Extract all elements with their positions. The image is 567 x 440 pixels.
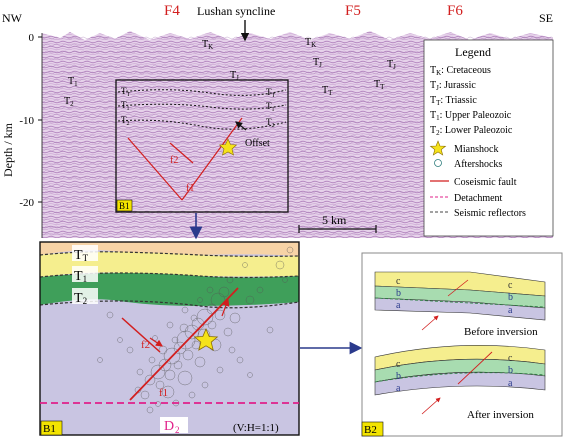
svg-text:TT: TT xyxy=(374,79,385,91)
tick-20: -20 xyxy=(19,197,34,209)
svg-text:b: b xyxy=(508,365,513,376)
inset-tt-left: TT xyxy=(121,86,131,98)
svg-text:TT: TT xyxy=(322,85,333,97)
b2-before-label: Before inversion xyxy=(464,326,538,338)
legend-aftershocks: Aftershocks xyxy=(454,159,502,170)
b1-fault-f2 xyxy=(121,317,161,353)
b1-fault-f1 xyxy=(129,287,239,401)
se-label: SE xyxy=(539,11,553,25)
scale-bar-label: 5 km xyxy=(322,213,347,227)
svg-text:c: c xyxy=(508,353,513,364)
legend-title: Legend xyxy=(455,45,491,59)
b2-tag-box xyxy=(361,421,384,437)
legend-detachment: Detachment xyxy=(454,193,503,204)
inset-tag: B1 xyxy=(119,201,130,211)
svg-text:a: a xyxy=(508,305,513,316)
b1-f1-label: f1 xyxy=(159,387,168,399)
svg-text:b: b xyxy=(508,292,513,303)
tick-0: 0 xyxy=(29,32,35,44)
tick-10: -10 xyxy=(19,115,34,127)
legend-item-1: T1: Upper Paleozoic xyxy=(430,110,512,122)
svg-text:TJ: TJ xyxy=(387,59,396,71)
svg-text:TJ: TJ xyxy=(313,57,322,69)
seismic-layer-tags: TK TK TJ TJ TJ TT TT T1 T2 xyxy=(64,37,396,108)
legend-star-icon xyxy=(429,140,447,156)
offset-label: Offset xyxy=(245,138,270,149)
inset-t2-left: T2 xyxy=(121,115,130,127)
depth-axis xyxy=(38,33,43,238)
inset-tag-box xyxy=(116,199,133,212)
b1-f2-label: f2 xyxy=(141,339,150,351)
legend-item-t: TT: Triassic xyxy=(430,95,477,107)
legend-coseismic: Coseismic fault xyxy=(454,177,517,188)
svg-text:TJ: TJ xyxy=(230,70,239,82)
fault-label-f4: F4 xyxy=(164,3,180,19)
b2-after-label: After inversion xyxy=(467,409,534,421)
svg-text:T2: T2 xyxy=(64,96,74,108)
nw-label: NW xyxy=(2,11,23,25)
legend-mianshock: Mianshock xyxy=(454,144,498,155)
b1-ratio: (V:H=1:1) xyxy=(233,422,279,434)
fault-label-f6: F6 xyxy=(447,3,463,19)
svg-text:T1: T1 xyxy=(68,76,78,88)
inset-tt-right: TT xyxy=(266,87,276,99)
svg-text:a: a xyxy=(396,300,401,311)
b2-before-diagram xyxy=(374,271,546,331)
scale-bar xyxy=(298,225,377,233)
b1-tag-box xyxy=(40,420,63,436)
inset-f2-label: f2 xyxy=(170,155,178,166)
inset-t1-right: T1 xyxy=(266,101,275,113)
inset-f1-label: f1 xyxy=(186,183,194,194)
fault-label-f5: F5 xyxy=(345,3,361,19)
svg-text:c: c xyxy=(396,359,401,370)
svg-text:b: b xyxy=(396,371,401,382)
b1-detachment-sub: 2 xyxy=(175,425,180,435)
legend-reflectors: Seismic reflectors xyxy=(454,208,526,219)
legend-item-2: T2: Lower Paleozoic xyxy=(430,125,513,137)
b2-tag: B2 xyxy=(364,424,377,436)
svg-text:c: c xyxy=(508,280,513,291)
b1-mainshock-star-icon xyxy=(193,327,219,351)
legend xyxy=(423,39,554,237)
svg-text:TK: TK xyxy=(202,39,213,51)
svg-text:TK: TK xyxy=(305,37,316,49)
syncline-label: Lushan syncline xyxy=(197,4,275,18)
b2-after-diagram xyxy=(374,345,546,415)
inset-t2-right: T2 xyxy=(266,117,275,129)
legend-aftershock-icon xyxy=(434,159,442,167)
b1-tag: B1 xyxy=(43,423,56,435)
svg-text:c: c xyxy=(396,276,401,287)
inset-box xyxy=(115,79,289,213)
legend-item-k: TK: Cretaceous xyxy=(430,65,491,77)
svg-text:a: a xyxy=(508,378,513,389)
b1-detachment-label: D xyxy=(164,419,174,434)
y-axis-label: Depth / km xyxy=(1,122,15,177)
svg-text:b: b xyxy=(396,288,401,299)
inset-t1-left: T1 xyxy=(121,100,130,112)
svg-text:a: a xyxy=(396,383,401,394)
legend-item-j: TJ: Jurassic xyxy=(430,80,476,92)
